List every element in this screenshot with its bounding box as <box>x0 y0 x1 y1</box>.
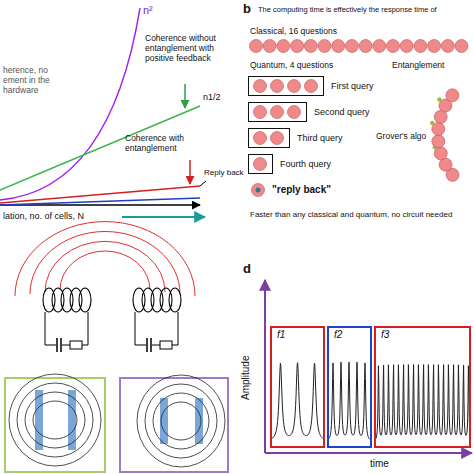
frequency-label: f1 <box>275 329 287 340</box>
panel-title: The computing time is effectively the re… <box>258 6 472 15</box>
curve-label: n² <box>143 4 153 17</box>
annotation: Entanglement <box>392 61 444 71</box>
query-label: Second query <box>314 107 370 117</box>
frequency-window: f2 <box>327 326 372 448</box>
annotation: Coherence with entanglement <box>125 134 220 154</box>
curve-label: n1/2 <box>203 92 221 102</box>
query-box: Fourth query <box>248 154 273 174</box>
annotation: herence, no ement in the hardware <box>3 66 63 95</box>
frequency-window: f1 <box>270 326 325 448</box>
query-label: Third query <box>297 133 343 143</box>
panel-letter: b <box>243 2 251 17</box>
query-box: Third query <box>248 128 290 148</box>
annotation: Reply back <box>204 168 244 177</box>
note: Faster than any classical and quantum, n… <box>250 210 472 219</box>
frequency-label: f3 <box>379 329 391 340</box>
annotation: "reply back" <box>272 184 331 196</box>
query-box: Second query <box>248 102 307 122</box>
field-contours <box>9 374 225 467</box>
qubit-circles <box>250 40 469 197</box>
query-label: Fourth query <box>280 159 331 169</box>
amplitude-plot <box>265 280 472 453</box>
frequency-window: f3 <box>374 326 471 448</box>
axis-label: Amplitude <box>240 356 252 400</box>
frequency-label: f2 <box>332 329 344 340</box>
panel-letter: d <box>243 262 251 277</box>
axis-label: time <box>370 458 389 470</box>
row-label: Classical, 16 questions <box>250 27 337 37</box>
query-box: First query <box>248 76 324 96</box>
annotation: Coherence without entanglement with posi… <box>145 34 231 63</box>
axis-label: lation, no. of cells, N <box>3 211 84 221</box>
annotation: Grover's algo <box>376 132 426 142</box>
row-label: Quantum, 4 questions <box>250 61 333 71</box>
query-label: First query <box>331 81 374 91</box>
coil-illustration <box>5 222 228 472</box>
